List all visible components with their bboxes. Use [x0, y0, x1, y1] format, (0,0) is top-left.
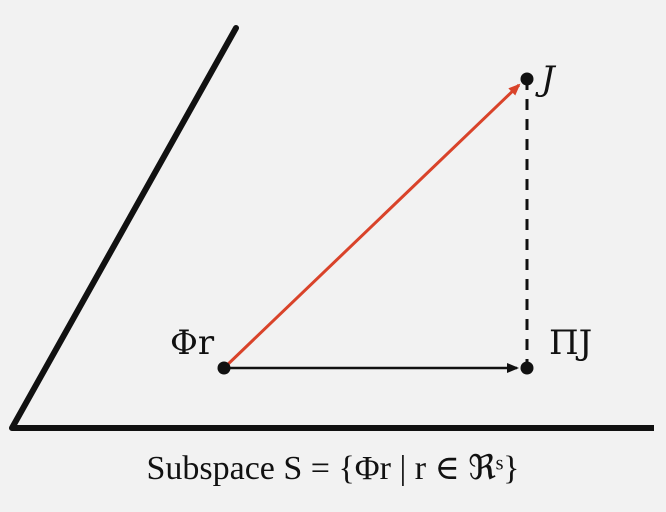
subspace-caption: Subspace S = {Φr | r ∈ ℜˢ}	[146, 450, 520, 487]
label-j: J	[541, 59, 555, 99]
label-pi-j: ΠJ	[549, 323, 593, 363]
subspace-slanted-line	[9, 25, 239, 431]
point-pij	[520, 361, 534, 375]
label-phi-r: Φr	[170, 323, 215, 363]
vector-phir-to-j	[222, 83, 521, 370]
point-j	[520, 72, 534, 86]
point-phir	[217, 361, 231, 375]
